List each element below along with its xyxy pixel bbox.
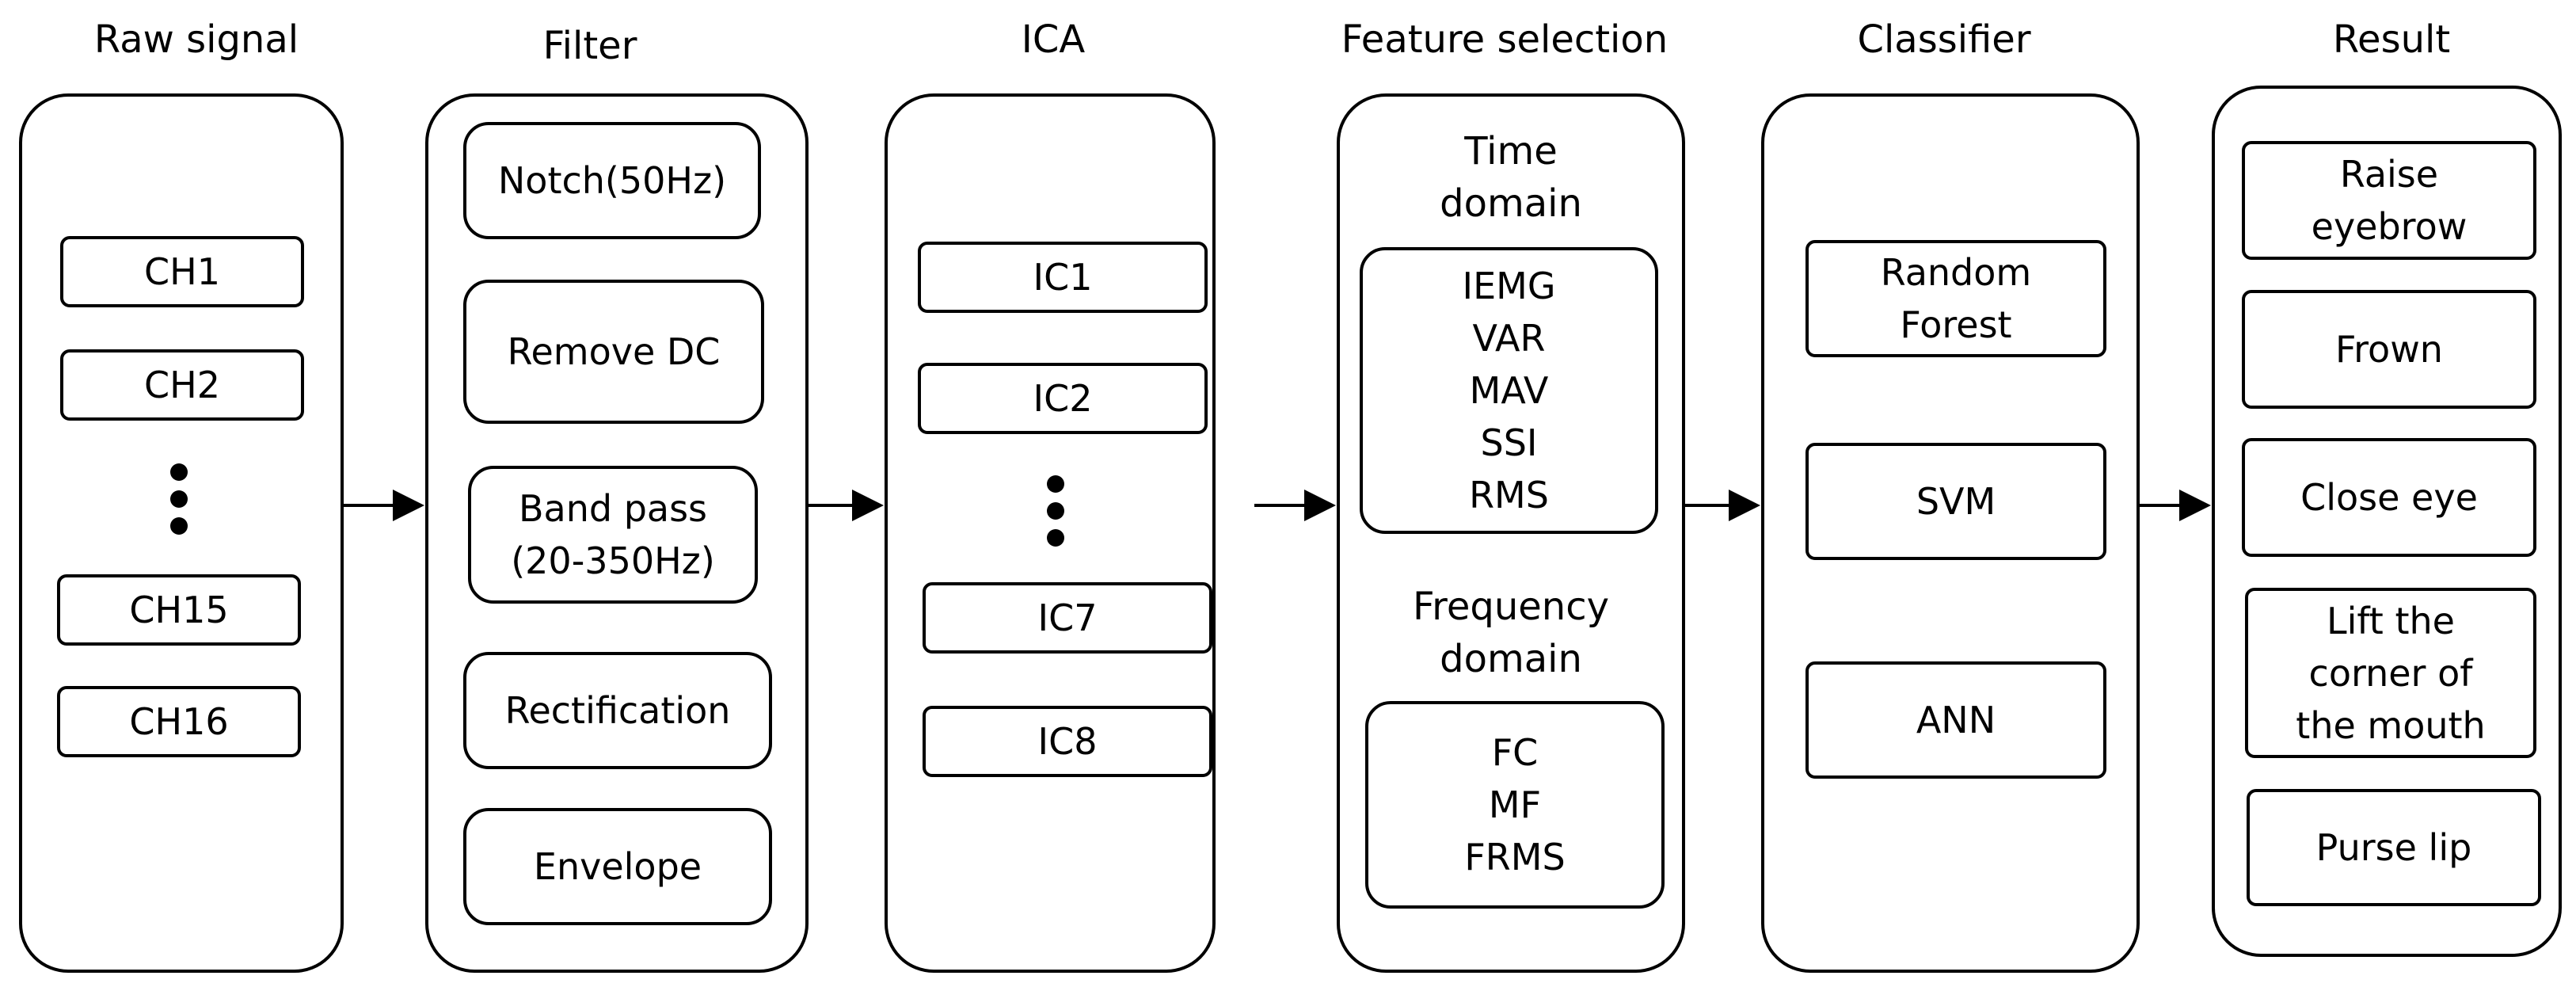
stage-title-filter: Filter [542,24,637,68]
channel-box-ch1: CH1 [60,236,304,307]
filter-box-band-pass: Band pass (20-350Hz) [468,466,758,604]
ica-box-ic2: IC2 [918,363,1208,434]
time-domain-features-box: IEMG VAR MAV SSI RMS [1360,247,1658,534]
ica-box-ic1: IC1 [918,242,1208,313]
classifier-box-ann: ANN [1805,661,2106,779]
channel-box-ch2: CH2 [60,349,304,421]
ellipsis-dots-icon [170,463,188,535]
stage-title-feature-selection: Feature selection [1341,17,1669,62]
channel-box-ch15: CH15 [57,574,301,646]
frequency-domain-features-box: FC MF FRMS [1365,701,1665,909]
classifier-box-svm: SVM [1805,443,2106,560]
filter-box-remove-dc: Remove DC [463,280,764,424]
ica-box-ic8: IC8 [923,706,1212,777]
result-box-lift-corner-mouth: Lift the corner of the mouth [2245,588,2536,758]
result-box-frown: Frown [2242,290,2536,409]
time-domain-heading: Time domain [1440,129,1582,226]
stage-title-raw-signal: Raw signal [93,17,299,62]
filter-box-envelope: Envelope [463,808,772,925]
stage-title-ica: ICA [1021,17,1086,62]
ica-box-ic7: IC7 [923,582,1212,654]
channel-box-ch16: CH16 [57,686,301,757]
result-box-purse-lip: Purse lip [2247,789,2541,906]
frequency-domain-heading: Frequency domain [1413,585,1609,681]
result-box-close-eye: Close eye [2242,438,2536,557]
stage-title-result: Result [2332,17,2451,62]
filter-box-notch: Notch(50Hz) [463,122,761,239]
result-box-raise-eyebrow: Raise eyebrow [2242,141,2536,260]
ellipsis-dots-icon [1047,475,1064,547]
filter-box-rectification: Rectification [463,652,772,769]
classifier-box-random-forest: Random Forest [1805,240,2106,357]
stage-title-classifier: Classifier [1857,17,2031,62]
